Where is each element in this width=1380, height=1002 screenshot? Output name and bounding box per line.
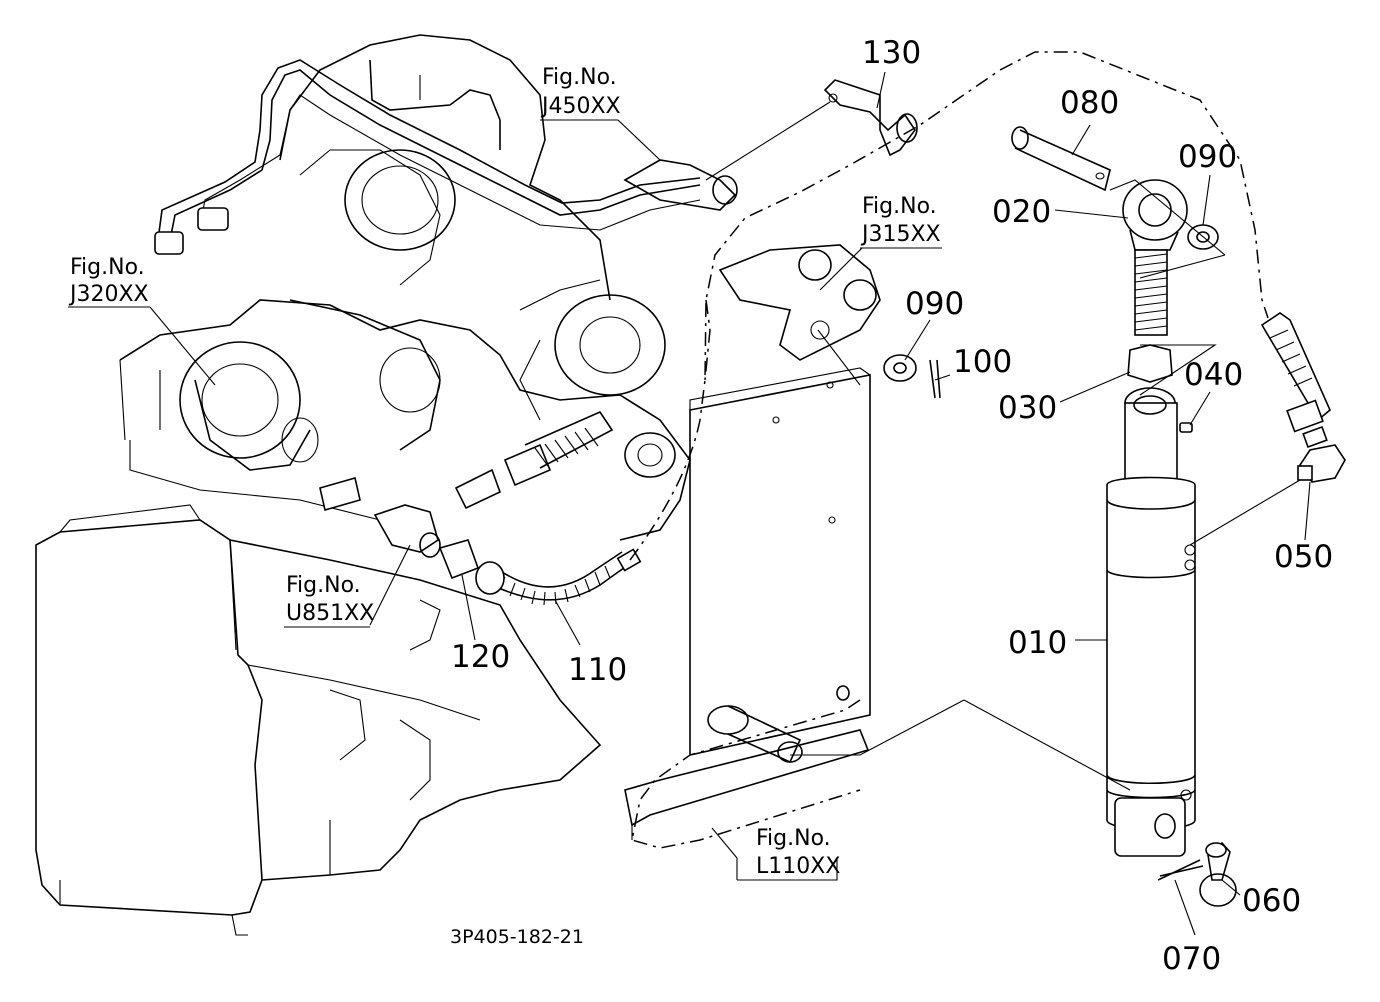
mounting-bracket	[624, 244, 881, 840]
part-number-labels: 130 080 090 020 090 100 030 040 050 010 …	[451, 35, 1333, 977]
fig-ref-l110-prefix: Fig.No.	[756, 826, 831, 851]
drawing-code: 3P405-182-21	[450, 926, 584, 948]
fig-ref-u851: Fig.No. U851XX	[284, 573, 374, 628]
part-label-120: 120	[451, 639, 510, 675]
part-label-100: 100	[953, 344, 1012, 380]
hose-and-fittings	[319, 410, 642, 606]
fig-ref-j450-code: J450XX	[540, 94, 621, 119]
fig-ref-u851-prefix: Fig.No.	[286, 573, 361, 598]
part-label-040: 040	[1184, 357, 1243, 393]
part-label-060: 060	[1242, 883, 1301, 919]
part-label-010: 010	[1008, 625, 1067, 661]
fig-ref-j450-prefix: Fig.No.	[542, 65, 617, 90]
part-label-080: 080	[1060, 85, 1119, 121]
part-label-090-right: 090	[1178, 139, 1237, 175]
fig-ref-j315-prefix: Fig.No.	[862, 194, 937, 219]
part-label-130: 130	[862, 35, 921, 71]
fig-ref-j315: Fig.No. J315XX	[860, 194, 942, 249]
part-label-090-center: 090	[905, 286, 964, 322]
fig-ref-j320-prefix: Fig.No.	[70, 255, 145, 280]
dashed-connection-lines	[629, 51, 1269, 849]
part-label-030: 030	[998, 390, 1057, 426]
fig-ref-u851-code: U851XX	[286, 601, 374, 626]
part-label-050: 050	[1274, 539, 1333, 575]
fig-ref-j320: Fig.No. J320XX	[68, 255, 150, 308]
fig-ref-j450: Fig.No. J450XX	[540, 65, 621, 121]
fig-ref-j315-code: J315XX	[860, 222, 941, 247]
part-label-110: 110	[568, 652, 627, 688]
figure-references: Fig.No. J450XX Fig.No. J315XX Fig.No. J3…	[68, 65, 942, 881]
leader-lines	[149, 71, 1311, 936]
part-label-020: 020	[992, 194, 1051, 230]
spring-guard-upper	[524, 410, 614, 469]
tractor-transmission-drawing	[35, 34, 738, 936]
fig-ref-l110: Fig.No. L110XX	[736, 826, 840, 881]
part-label-070: 070	[1162, 941, 1221, 977]
fig-ref-j320-code: J320XX	[68, 282, 149, 307]
fig-ref-l110-code: L110XX	[756, 854, 840, 879]
